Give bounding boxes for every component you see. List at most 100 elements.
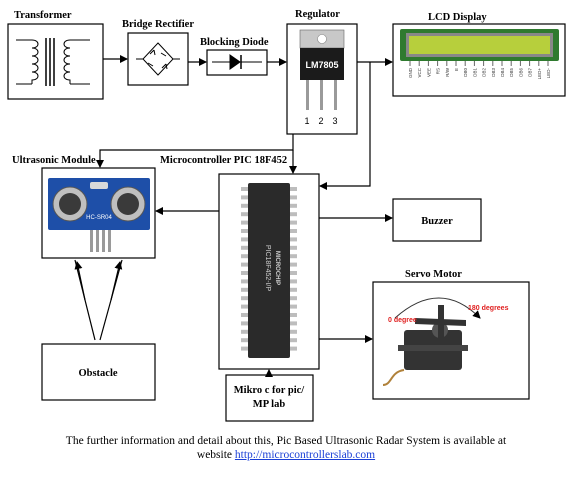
chip-pin xyxy=(241,346,248,351)
chip-pin xyxy=(241,296,248,301)
chip-pin xyxy=(290,245,297,250)
obstacle-block: Obstacle xyxy=(41,343,156,401)
lcd-pin-label: DB0 xyxy=(463,68,468,77)
lcd-module-icon xyxy=(400,29,559,61)
servo-motor-label: Servo Motor xyxy=(405,269,462,280)
regulator-ic-icon xyxy=(299,29,345,110)
chip-pin xyxy=(241,229,248,233)
wire-regulator-to-ultrasonic xyxy=(96,134,294,168)
blocking-diode-label: Blocking Diode xyxy=(200,37,269,48)
buzzer-box xyxy=(392,198,482,242)
chip-pin xyxy=(241,220,248,225)
regulator-pin-3: 3 xyxy=(332,116,337,126)
diode-icon xyxy=(212,54,262,70)
chip-pins-left xyxy=(241,187,248,351)
obstacle-box xyxy=(41,343,156,401)
blocking-diode-block: Blocking Diode xyxy=(200,37,269,76)
footer-prefix: website xyxy=(196,449,235,461)
lcd-pin-label: RS xyxy=(436,68,441,74)
ultrasonic-chip-text: HC-SR04 xyxy=(86,215,112,221)
servo-motor-block: Servo Motor 0 degree 180 degrees xyxy=(372,269,530,400)
lcd-pin-label: LED+ xyxy=(537,68,542,80)
lcd-pin-label: VEE xyxy=(426,68,431,77)
chip-pin xyxy=(290,254,297,259)
lcd-pin-label: GND xyxy=(408,67,413,78)
lcd-pin-label: DB6 xyxy=(518,68,523,77)
chip-pin xyxy=(290,229,297,233)
chip-pin xyxy=(241,329,248,334)
software-label-line2: MP lab xyxy=(253,399,286,410)
chip-pin xyxy=(241,304,248,309)
chip-pin xyxy=(241,313,248,317)
lcd-pin-label: DB3 xyxy=(491,68,496,77)
wire-echo-return-left xyxy=(74,261,86,301)
chip-pin xyxy=(290,237,297,242)
software-label-line1: Mikro c for pic/ xyxy=(234,385,306,396)
servo-angle-end: 180 degrees xyxy=(468,305,509,312)
chip-pin xyxy=(290,203,297,208)
chip-pin xyxy=(241,271,248,275)
chip-pin xyxy=(290,313,297,317)
chip-pin xyxy=(241,262,248,267)
chip-pin xyxy=(241,187,248,191)
chip-pin xyxy=(290,212,297,217)
chip-pin xyxy=(290,220,297,225)
transformer-block: Transformer xyxy=(7,10,104,100)
bridge-diode-icon xyxy=(136,42,180,76)
ultrasonic-module-block: Ultrasonic Module HC-SR04 xyxy=(12,155,156,259)
chip-pin xyxy=(241,287,248,292)
lcd-pin-label: DB1 xyxy=(472,68,477,77)
microcontroller-block: Microcontroller PIC 18F452 PIC18F452-I/P… xyxy=(160,155,320,370)
footer-note: The further information and detail about… xyxy=(0,434,572,462)
footer-line1: The further information and detail about… xyxy=(65,435,507,447)
software-box xyxy=(225,374,314,422)
wire-regulator-to-mcu xyxy=(319,62,371,190)
lcd-pin-label: DB7 xyxy=(528,68,533,77)
chip-pin xyxy=(290,279,297,284)
chip-pin xyxy=(290,287,297,292)
chip-pin xyxy=(241,254,248,259)
pic-chip-icon xyxy=(241,183,297,358)
servo-icon xyxy=(382,297,481,386)
buzzer-label: Buzzer xyxy=(421,216,453,227)
ultrasonic-module-label: Ultrasonic Module xyxy=(12,155,96,166)
lcd-pin-label: R/W xyxy=(445,67,450,77)
regulator-pin-1: 1 xyxy=(304,116,309,126)
lcd-pin-label: E xyxy=(454,68,459,71)
software-block: Mikro c for pic/ MP lab xyxy=(225,374,314,422)
lcd-pin-label: DB4 xyxy=(500,68,505,77)
chip-pin xyxy=(290,271,297,275)
transformer-box xyxy=(7,23,104,100)
bridge-rectifier-label: Bridge Rectifier xyxy=(122,19,194,30)
chip-pins-right xyxy=(290,187,297,351)
ultrasonic-sensor-icon xyxy=(48,178,150,252)
chip-pin xyxy=(290,304,297,309)
microcontroller-label: Microcontroller PIC 18F452 xyxy=(160,155,287,166)
chip-pin xyxy=(290,338,297,343)
regulator-block: Regulator LM7805 1 2 3 xyxy=(286,9,358,135)
chip-pin xyxy=(290,346,297,351)
lcd-pin-label: VCC xyxy=(417,67,422,77)
chip-pin xyxy=(241,203,248,208)
chip-pin xyxy=(241,195,248,200)
lcd-display-label: LCD Display xyxy=(428,12,487,23)
chip-pin xyxy=(290,321,297,326)
chip-pin xyxy=(241,338,248,343)
footer-link[interactable]: http://microcontrollerslab.com xyxy=(234,449,376,461)
obstacle-label: Obstacle xyxy=(78,368,117,379)
chip-pin xyxy=(241,279,248,284)
footer-line2: website http://microcontrollerslab.com xyxy=(0,448,572,462)
chip-part-text: PIC18F452-I/P xyxy=(264,245,271,292)
chip-pin xyxy=(241,212,248,217)
chip-brand-text: MICROCHIP xyxy=(274,251,280,285)
lcd-pin-label: LED- xyxy=(546,68,551,79)
regulator-part-label: LM7805 xyxy=(305,60,338,70)
transformer-icon xyxy=(16,38,90,86)
chip-pin xyxy=(290,262,297,267)
chip-pin xyxy=(290,329,297,334)
chip-pin xyxy=(290,296,297,301)
chip-pin xyxy=(290,187,297,191)
